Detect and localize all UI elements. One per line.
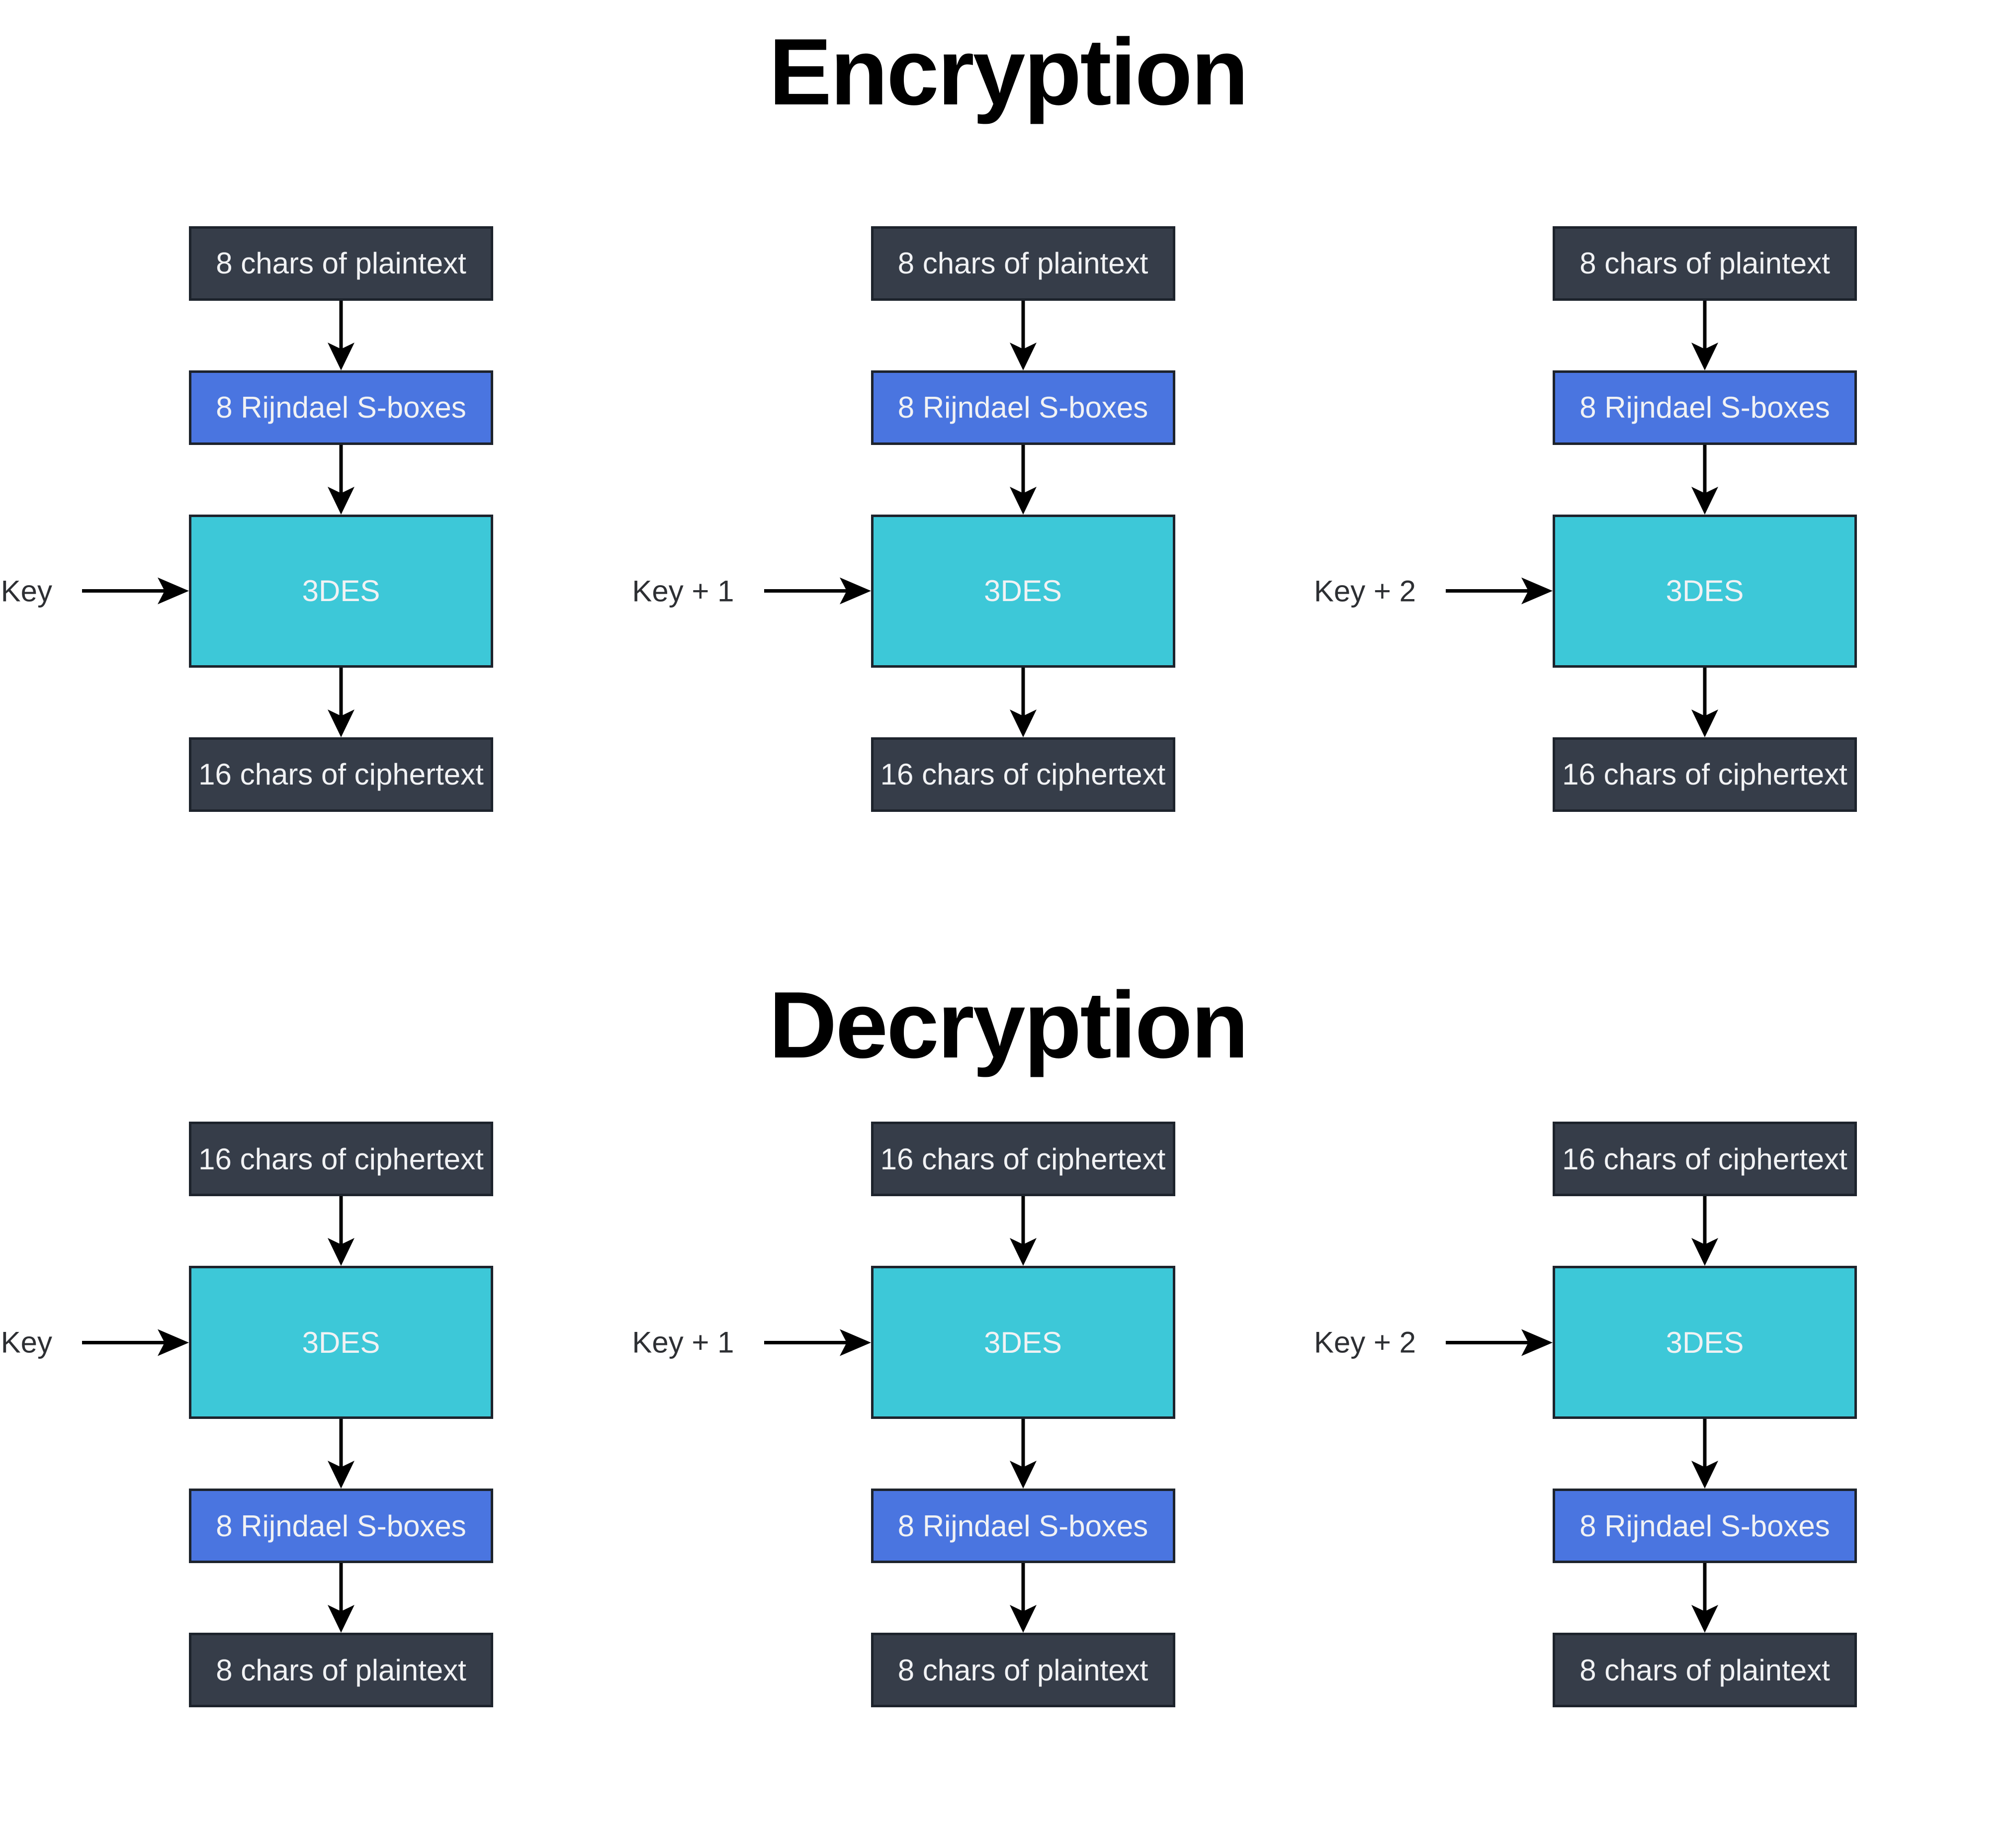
arrow-down-icon [328,667,354,737]
sboxes-box: 8 Rijndael S-boxes [189,370,493,445]
sboxes-box: 8 Rijndael S-boxes [189,1489,493,1563]
3des-row: Key 3DES [1,1266,493,1419]
encryption-title: Encryption [769,19,1248,125]
arrow-down-icon [1691,444,1718,515]
arrow-down-icon [328,444,354,515]
sboxes-box: 8 Rijndael S-boxes [871,370,1175,445]
key-input-group: Key [1,574,189,608]
3des-box: 3DES [871,514,1175,668]
plaintext-box: 8 chars of plaintext [871,226,1175,301]
arrow-down-icon [1691,667,1718,737]
arrow-down-icon [328,300,354,370]
3des-row: Key + 2 3DES [1314,1266,1857,1419]
arrow-right-icon [764,1329,871,1356]
sboxes-box: 8 Rijndael S-boxes [1553,370,1857,445]
3des-row: Key + 1 3DES [632,514,1175,668]
ciphertext-box: 16 chars of ciphertext [1553,737,1857,812]
decryption-column-1: 16 chars of ciphertext Key 3DES 8 Rijnda… [1,1122,493,1707]
3des-row: Key 3DES [1,514,493,668]
3des-row: Key + 1 3DES [632,1266,1175,1419]
arrow-right-icon [82,1329,189,1356]
ciphertext-box: 16 chars of ciphertext [871,737,1175,812]
key-label: Key + 2 [1314,574,1416,608]
key-input-group: Key + 1 [632,1325,871,1360]
arrow-down-icon [1009,444,1037,515]
decryption-column-2: 16 chars of ciphertext Key + 1 3DES 8 Ri… [632,1122,1175,1707]
key-input-group: Key + 1 [632,574,871,608]
arrow-down-icon [328,1419,354,1489]
key-label: Key [0,574,52,608]
arrow-down-icon [1691,1196,1718,1266]
arrow-down-icon [1691,300,1718,370]
plaintext-box: 8 chars of plaintext [1553,226,1857,301]
arrow-down-icon [1691,1563,1718,1633]
decryption-title: Decryption [769,972,1248,1078]
arrow-down-icon [1691,1419,1718,1489]
arrow-down-icon [1009,300,1037,370]
arrow-right-icon [764,577,871,605]
key-label: Key + 1 [632,574,734,608]
sboxes-box: 8 Rijndael S-boxes [1553,1489,1857,1563]
key-input-group: Key [1,1325,189,1360]
arrow-right-icon [82,577,189,605]
arrow-right-icon [1446,1329,1553,1356]
key-input-group: Key + 2 [1314,1325,1553,1360]
encryption-column-2: 8 chars of plaintext 8 Rijndael S-boxes … [632,226,1175,812]
arrow-down-icon [1009,667,1037,737]
plaintext-box: 8 chars of plaintext [871,1633,1175,1707]
3des-box: 3DES [189,514,493,668]
plaintext-box: 8 chars of plaintext [189,1633,493,1707]
3des-row: Key + 2 3DES [1314,514,1857,668]
key-input-group: Key + 2 [1314,574,1553,608]
3des-box: 3DES [1553,514,1857,668]
ciphertext-box: 16 chars of ciphertext [871,1122,1175,1196]
ciphertext-box: 16 chars of ciphertext [1553,1122,1857,1196]
key-label: Key [0,1325,52,1359]
arrow-down-icon [1009,1196,1037,1266]
plaintext-box: 8 chars of plaintext [189,226,493,301]
plaintext-box: 8 chars of plaintext [1553,1633,1857,1707]
3des-box: 3DES [1553,1266,1857,1419]
arrow-right-icon [1446,577,1553,605]
3des-box: 3DES [871,1266,1175,1419]
arrow-down-icon [1009,1419,1037,1489]
key-label: Key + 1 [632,1325,734,1359]
arrow-down-icon [1009,1563,1037,1633]
decryption-column-3: 16 chars of ciphertext Key + 2 3DES 8 Ri… [1314,1122,1857,1707]
key-label: Key + 2 [1314,1325,1416,1359]
encryption-column-3: 8 chars of plaintext 8 Rijndael S-boxes … [1314,226,1857,812]
ciphertext-box: 16 chars of ciphertext [189,737,493,812]
ciphertext-box: 16 chars of ciphertext [189,1122,493,1196]
decryption-section: Decryption 16 chars of ciphertext Key 3D… [0,971,2016,1707]
encryption-columns: 8 chars of plaintext 8 Rijndael S-boxes … [0,226,2016,812]
3des-box: 3DES [189,1266,493,1419]
decryption-columns: 16 chars of ciphertext Key 3DES 8 Rijnda… [0,1122,2016,1707]
sboxes-box: 8 Rijndael S-boxes [871,1489,1175,1563]
arrow-down-icon [328,1196,354,1266]
encryption-column-1: 8 chars of plaintext 8 Rijndael S-boxes … [1,226,493,812]
encryption-section: Encryption 8 chars of plaintext 8 Rijnda… [0,18,2016,812]
arrow-down-icon [328,1563,354,1633]
